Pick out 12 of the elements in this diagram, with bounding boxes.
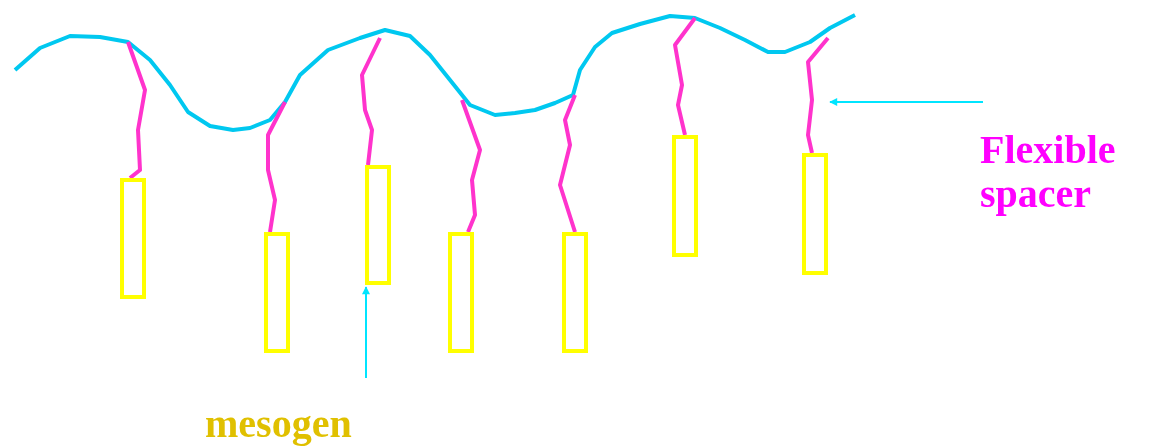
mesogen-rod [120, 178, 146, 299]
mesogen-rod [562, 232, 588, 353]
callout-label: Flexible spacer [980, 128, 1149, 216]
callout-label: mesogen [205, 402, 385, 446]
mesogen-rod [802, 153, 828, 275]
spacer-chain [806, 36, 830, 154]
mesogen-rod [365, 165, 391, 285]
mesogen-rod [264, 232, 290, 353]
mesogen-rod [672, 135, 698, 257]
mesogen-rod [448, 232, 474, 353]
leader-arrow [362, 286, 370, 379]
leader-arrow [829, 98, 984, 106]
